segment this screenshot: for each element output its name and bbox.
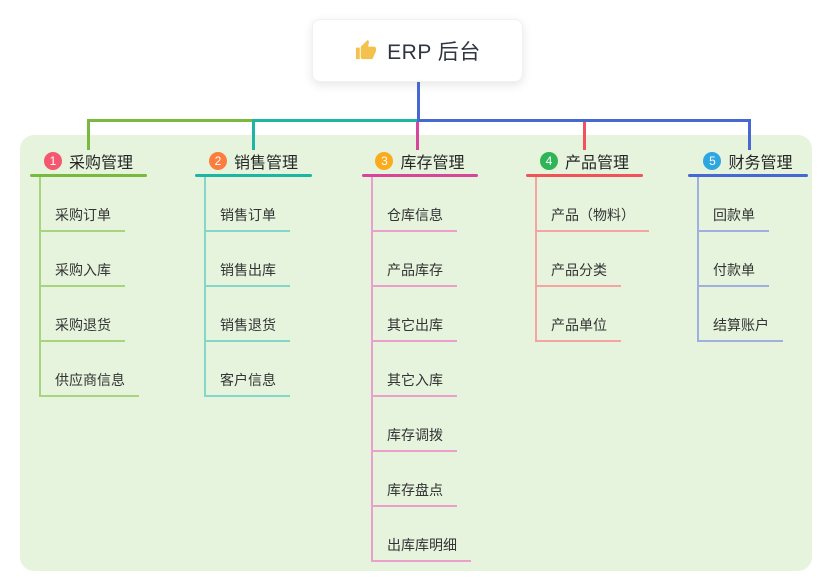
branch-trunk-line <box>535 177 537 342</box>
connector-drop-sales <box>252 119 255 150</box>
connector-bus-right-blue <box>417 119 751 122</box>
child-node[interactable]: 出库库明细 <box>371 507 478 562</box>
child-node[interactable]: 仓库信息 <box>371 177 478 232</box>
root-label: ERP 后台 <box>387 40 481 64</box>
mindmap-panel <box>20 135 812 571</box>
child-node[interactable]: 结算账户 <box>697 287 808 342</box>
child-node[interactable]: 采购退货 <box>39 287 147 342</box>
child-node[interactable]: 产品分类 <box>535 232 643 287</box>
branch-label: 销售管理 <box>233 155 298 172</box>
child-node[interactable]: 供应商信息 <box>39 342 147 397</box>
child-node[interactable]: 产品库存 <box>371 232 478 287</box>
branch-sales: 2 销售管理 销售订单 销售出库 销售退货 客户信息 <box>195 148 312 397</box>
branch-header-sales[interactable]: 2 销售管理 <box>195 148 312 174</box>
child-node[interactable]: 其它出库 <box>371 287 478 342</box>
branch-finance: 5 财务管理 回款单 付款单 结算账户 <box>688 148 808 342</box>
child-node[interactable]: 采购订单 <box>39 177 147 232</box>
connector-root-vertical <box>417 82 420 122</box>
connector-drop-inventory <box>416 122 419 150</box>
branch-header-product[interactable]: 4 产品管理 <box>526 148 643 174</box>
connector-bus-mid-teal <box>252 119 419 122</box>
branch-header-inventory[interactable]: 3 库存管理 <box>362 148 478 174</box>
branch-label: 财务管理 <box>728 155 793 172</box>
branch-underline <box>526 174 643 177</box>
branch-product: 4 产品管理 产品（物料） 产品分类 产品单位 <box>526 148 649 342</box>
root-node[interactable]: ERP 后台 <box>312 19 523 82</box>
branch-purchase: 1 采购管理 采购订单 采购入库 采购退货 供应商信息 <box>30 148 147 397</box>
branch-underline <box>362 174 478 177</box>
branch-header-finance[interactable]: 5 财务管理 <box>688 148 808 174</box>
branch-label: 库存管理 <box>400 155 465 172</box>
child-node[interactable]: 客户信息 <box>204 342 312 397</box>
branch-header-purchase[interactable]: 1 采购管理 <box>30 148 147 174</box>
branch-underline <box>30 174 147 177</box>
child-node[interactable]: 回款单 <box>697 177 808 232</box>
child-node[interactable]: 销售订单 <box>204 177 312 232</box>
branch-inventory: 3 库存管理 仓库信息 产品库存 其它出库 其它入库 库存调拨 库存盘点 出库库… <box>362 148 478 562</box>
branch-trunk-line <box>697 177 699 342</box>
child-node[interactable]: 付款单 <box>697 232 808 287</box>
connector-drop-finance <box>748 119 751 150</box>
child-node[interactable]: 销售出库 <box>204 232 312 287</box>
branch-trunk-line <box>371 177 373 562</box>
branch-badge: 4 <box>539 152 558 170</box>
child-node[interactable]: 产品单位 <box>535 287 643 342</box>
connector-drop-purchase <box>87 119 90 150</box>
branch-trunk-line <box>204 177 206 397</box>
thumbs-up-icon <box>356 39 377 60</box>
branch-badge: 1 <box>43 152 62 170</box>
connector-bus-left-green <box>87 119 254 122</box>
branch-underline <box>195 174 312 177</box>
branch-label: 采购管理 <box>68 155 133 172</box>
child-node[interactable]: 销售退货 <box>204 287 312 342</box>
branch-trunk-line <box>39 177 41 397</box>
child-node[interactable]: 库存调拨 <box>371 397 478 452</box>
child-node[interactable]: 产品（物料） <box>535 177 649 232</box>
child-node[interactable]: 采购入库 <box>39 232 147 287</box>
branch-badge: 3 <box>375 152 394 170</box>
child-node[interactable]: 库存盘点 <box>371 452 478 507</box>
branch-badge: 2 <box>208 152 227 170</box>
branch-badge: 5 <box>703 152 722 170</box>
connector-drop-product <box>583 122 586 150</box>
child-node[interactable]: 其它入库 <box>371 342 478 397</box>
branch-underline <box>688 174 808 177</box>
branch-label: 产品管理 <box>564 155 629 172</box>
